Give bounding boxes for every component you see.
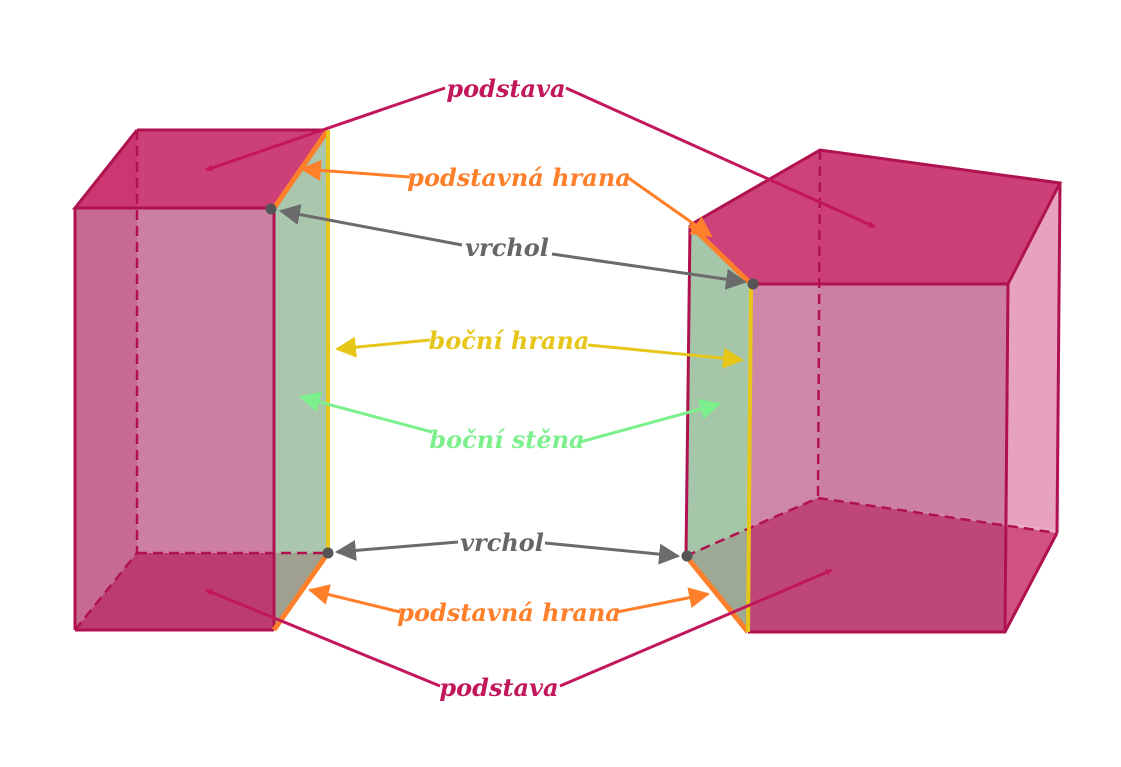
label-vertex-top: vrchol <box>465 233 549 262</box>
arrow-vertex-bottom-left <box>334 539 459 561</box>
right-vertex-top <box>747 278 759 290</box>
right-top-base <box>690 150 1060 284</box>
arrow-lateral-edge-right <box>587 343 745 369</box>
arrow-vertex-top-right <box>551 252 748 290</box>
arrow-base-bottom-left <box>205 588 441 688</box>
right-front-face <box>748 284 1008 632</box>
label-base-top: podstava <box>446 74 565 103</box>
arrow-base-bottom-right <box>559 568 833 688</box>
label-lateral-edge: boční hrana <box>429 326 590 355</box>
right-hidden-edge <box>816 149 822 499</box>
right-prism <box>681 148 1063 634</box>
right-visible-edges <box>1055 182 1062 534</box>
arrow-base-edge-bottom-left <box>307 584 401 614</box>
right-lateral-face <box>686 225 751 632</box>
label-lateral-face: boční stěna <box>429 425 584 454</box>
label-vertex-bottom: vrchol <box>460 528 544 557</box>
labels: podstava podstavná hrana vrchol boční hr… <box>397 74 631 702</box>
right-hidden-edge <box>685 496 819 558</box>
arrow-lateral-edge-left <box>334 336 431 358</box>
label-base-edge-bottom: podstavná hrana <box>397 598 621 627</box>
arrow-base-edge-bottom-right <box>616 587 711 614</box>
right-visible-edges <box>684 224 692 557</box>
arrow-vertex-bottom-right <box>544 541 681 565</box>
right-visible-edges <box>1003 283 1010 633</box>
right-visible-edges <box>748 532 1059 634</box>
arrow-lateral-face-left <box>298 391 433 434</box>
left-bottom-base-edge <box>271 551 331 632</box>
left-vertex-top <box>265 203 277 215</box>
arrows <box>205 86 876 688</box>
label-base-bottom: podstava <box>439 673 558 702</box>
left-hidden-edge <box>74 552 138 631</box>
arrow-base-edge-top-right <box>626 175 713 238</box>
arrow-vertex-top-left <box>278 204 463 247</box>
arrow-base-edge-top-left <box>299 159 411 181</box>
right-lateral-edge <box>746 283 753 633</box>
right-vertex-bottom <box>681 550 693 562</box>
arrow-base-top-left <box>205 86 446 172</box>
arrow-lateral-face-right <box>579 398 722 444</box>
right-right-face <box>1005 183 1060 632</box>
left-prism <box>71 128 334 632</box>
label-base-edge-top: podstavná hrana <box>407 163 631 192</box>
arrow-base-top-right <box>565 86 876 229</box>
right-hidden-edge <box>817 496 1058 535</box>
left-front-face <box>75 208 274 630</box>
right-bottom-base-edge <box>684 554 750 634</box>
left-lateral-face <box>274 130 328 630</box>
left-vertex-bottom <box>322 547 334 559</box>
